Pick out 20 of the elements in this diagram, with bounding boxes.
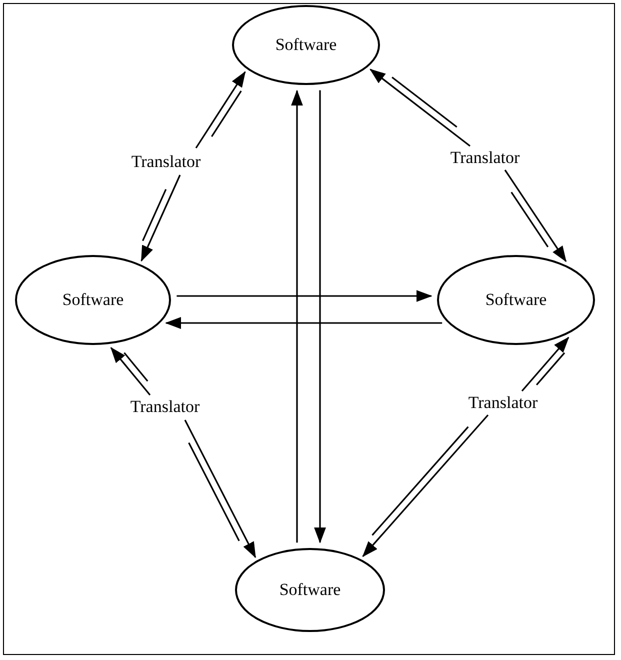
node-label: Translator xyxy=(130,397,200,417)
arrow xyxy=(314,90,326,544)
arrow xyxy=(504,170,567,262)
arrow xyxy=(165,317,442,329)
arrow xyxy=(362,414,489,558)
arrow xyxy=(184,420,256,558)
arrow xyxy=(176,290,432,302)
arrow xyxy=(521,336,570,392)
node-label: Software xyxy=(279,580,341,600)
node-label: Software xyxy=(275,35,337,55)
arrow xyxy=(370,68,470,147)
arrow xyxy=(291,90,303,543)
arrow xyxy=(110,346,151,396)
arrow xyxy=(140,174,181,262)
node-label: Translator xyxy=(131,152,201,172)
node-label: Software xyxy=(62,290,124,310)
arrow xyxy=(195,71,246,148)
node-label: Translator xyxy=(468,393,538,413)
node-label: Translator xyxy=(450,148,520,168)
node-label: Software xyxy=(485,290,547,310)
